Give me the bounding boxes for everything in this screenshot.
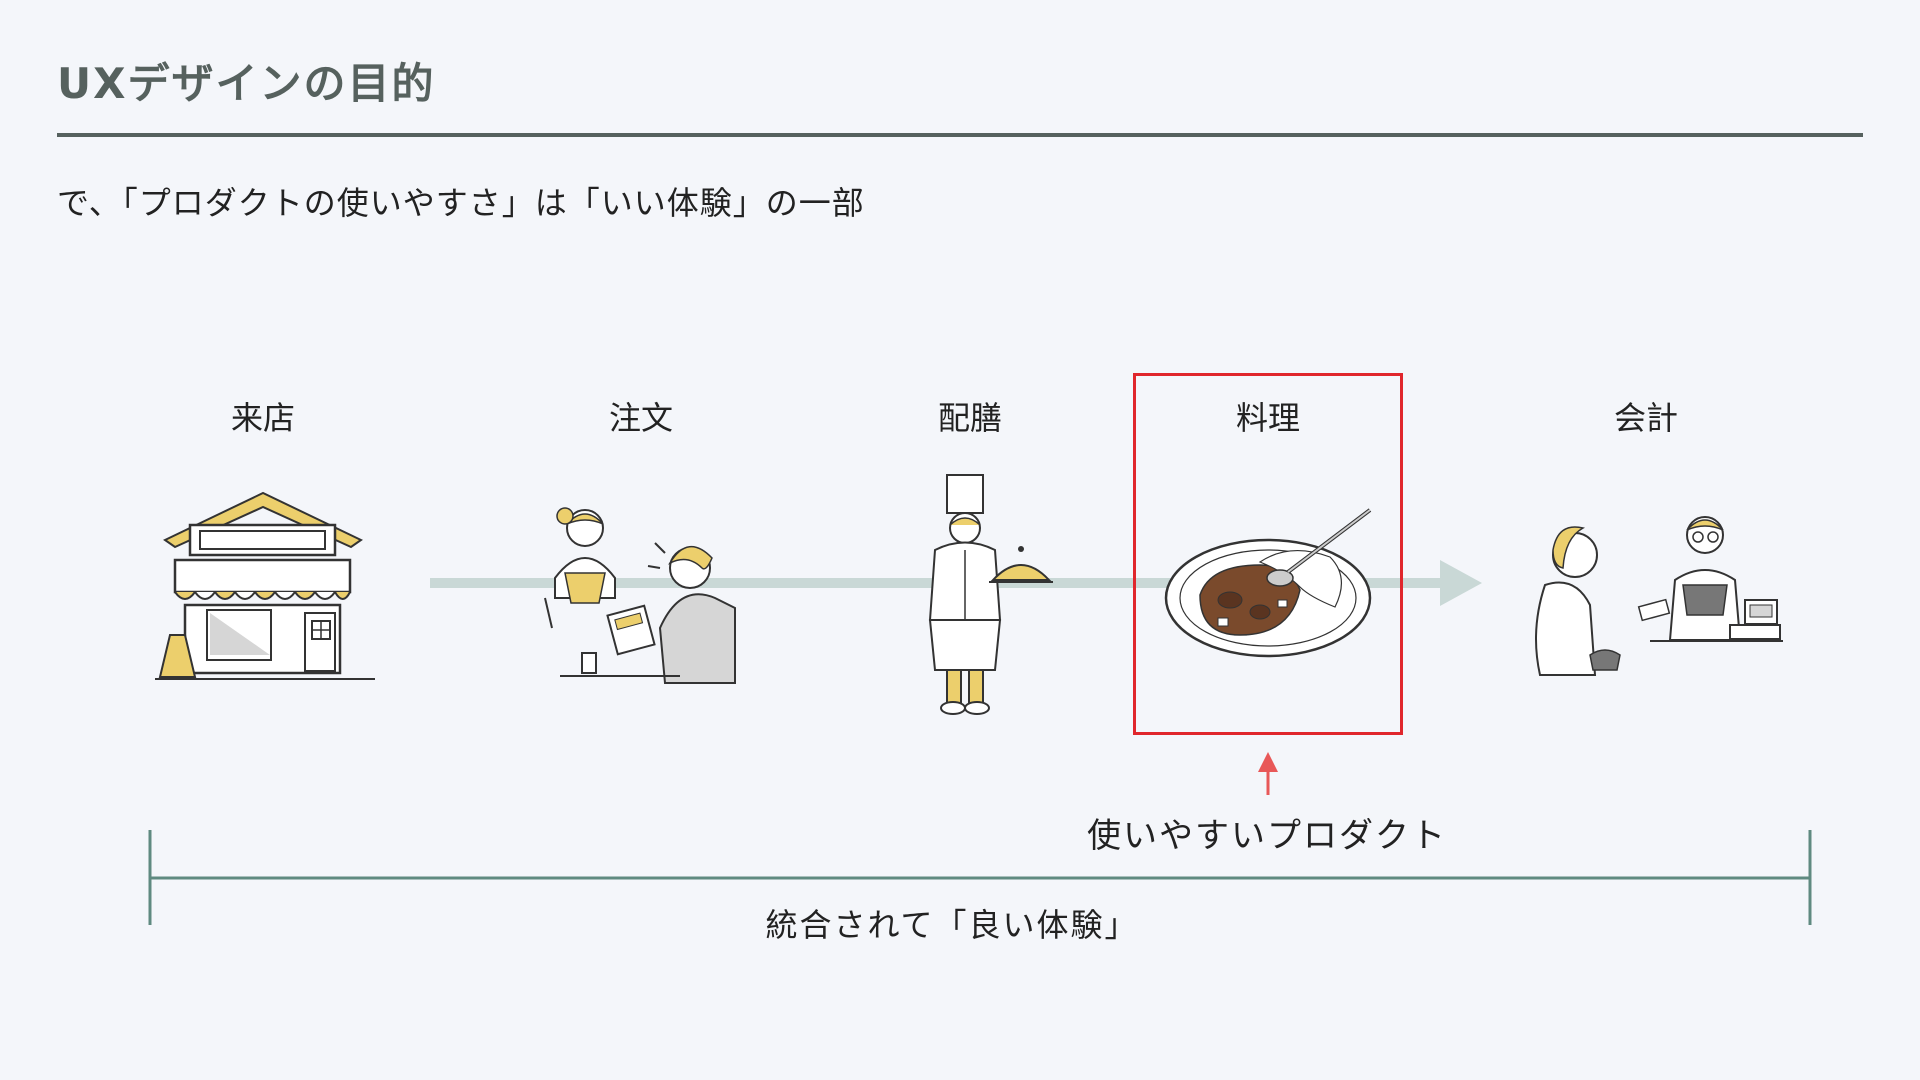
checkout-icon xyxy=(1535,516,1783,676)
curry-plate-icon xyxy=(1164,508,1372,658)
step-label-dish: 料理 xyxy=(1235,399,1300,437)
experience-bracket xyxy=(148,830,1812,925)
step-label-visit: 来店 xyxy=(230,399,295,437)
pointer-arrow xyxy=(1258,752,1278,795)
highlight-box xyxy=(1133,373,1403,735)
ordering-icon xyxy=(544,507,736,684)
step-label-order: 注文 xyxy=(608,399,673,437)
step-label-serve: 配膳 xyxy=(937,399,1002,437)
experience-caption: 統合されて「良い体験」 xyxy=(765,906,1139,944)
step-label-checkout: 会計 xyxy=(1613,399,1678,437)
chef-serving-icon xyxy=(928,474,1053,715)
page-subtitle: で、「プロダクトの使いやすさ」は「いい体験」の一部 xyxy=(57,184,865,222)
title-divider xyxy=(57,133,1863,137)
store-icon xyxy=(155,491,375,680)
page-title: UXデザインの目的 xyxy=(57,59,436,108)
product-caption: 使いやすいプロダクト xyxy=(1087,816,1447,856)
